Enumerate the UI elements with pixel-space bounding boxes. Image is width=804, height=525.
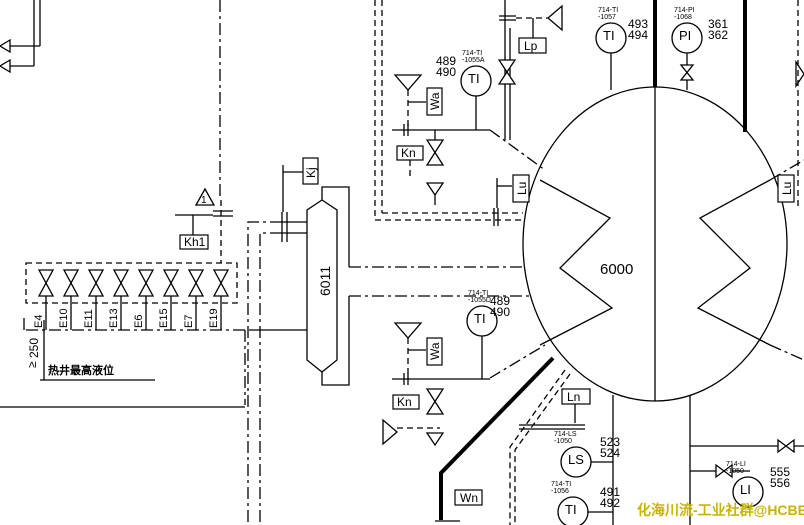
lp-label: Lp xyxy=(524,39,538,53)
valve-icon xyxy=(87,269,105,297)
drain-valve-label: E4 xyxy=(33,315,45,328)
instrument-channel-2: 524 xyxy=(600,446,620,460)
instrument-tag-number: -1056 xyxy=(551,488,569,495)
instrument-channel-2: 492 xyxy=(600,496,620,510)
drain-valve-manifold: E4 E10 E11 E13 E6 E15 E7 E19 ≥ 250 热井最高液位 xyxy=(0,262,250,408)
valve-icon xyxy=(112,269,130,297)
revision-mark: 1 xyxy=(201,195,207,206)
kh1-box xyxy=(179,234,209,250)
valve-icon xyxy=(162,269,180,297)
vessel-6000-label: 6000 xyxy=(600,261,633,278)
instrument-tag-number: -1050 xyxy=(726,468,744,475)
instrument-symbol: TI xyxy=(603,28,615,43)
instrument-channel-2: 490 xyxy=(490,305,510,319)
valve-icon xyxy=(62,269,80,297)
valve-icon xyxy=(679,64,695,81)
wa-kn-bottom: Wa Kn xyxy=(382,322,490,447)
instrument-tag-number: -1055A xyxy=(462,57,485,64)
bottom-lines: Wn Ln xyxy=(435,356,804,525)
instrument-tag: 714-TI xyxy=(468,290,488,297)
drain-valve[interactable]: E15 xyxy=(158,269,180,330)
drain-valve-label: E6 xyxy=(133,315,145,328)
instrument-channel-1: 555 xyxy=(770,465,790,479)
instrument-symbol: PI xyxy=(679,28,691,43)
hotwell-high-level-note: 热井最高液位 xyxy=(48,363,114,377)
drain-valve[interactable]: E11 xyxy=(83,269,105,330)
instrument-symbol: TI xyxy=(468,71,480,86)
instrument-channel-2: 494 xyxy=(628,28,648,42)
kj-label: Kj xyxy=(304,167,318,178)
valve-icon xyxy=(187,269,205,297)
watermark: 化海川流-工业社群@HCBBS xyxy=(637,502,804,518)
instrument-channel-1: 491 xyxy=(600,485,620,499)
drain-valve-label: E15 xyxy=(158,308,170,328)
instrument-tag-number: -1050 xyxy=(554,438,572,445)
lp-line: Lp xyxy=(497,0,563,140)
instrument-symbol: LS xyxy=(568,452,584,467)
kn-bottom-label: Kn xyxy=(397,395,412,409)
instrument-channel-1: 489 xyxy=(436,54,456,68)
wa-kn-top: Wa Kn xyxy=(392,74,490,205)
ln-label: Ln xyxy=(567,390,580,404)
drain-valve-label: E7 xyxy=(183,315,195,328)
instrument-symbol: TI xyxy=(474,311,486,326)
instrument-tag: 714-TI xyxy=(462,50,482,57)
dimension-prefix: ≥ xyxy=(25,361,39,368)
instrument-channel-2: 556 xyxy=(770,476,790,490)
drain-valve-label: E11 xyxy=(83,309,95,328)
instrument-symbol: LI xyxy=(740,482,751,497)
drain-valve-label: E13 xyxy=(108,308,120,328)
instrument-tag-number: -1055D xyxy=(468,297,491,304)
drain-valve[interactable]: E4 xyxy=(33,269,55,330)
wn-label: Wn xyxy=(460,491,478,505)
instrument-tag: 714-PI xyxy=(674,7,695,14)
instrument-tag-number: -1068 xyxy=(674,14,692,21)
instrument-channel-2: 362 xyxy=(708,28,728,42)
dimension-250: 250 xyxy=(27,338,41,358)
lu-right-label: Lu xyxy=(780,182,794,195)
instrument-tag: 714-TI xyxy=(551,481,571,488)
instrument-channel-2: 490 xyxy=(436,65,456,79)
lu-left-label: Lu xyxy=(515,182,529,195)
instrument-channel-1: 493 xyxy=(628,17,648,31)
instrument-tag: 714-LS xyxy=(554,431,577,438)
wa-bottom-label: Wa xyxy=(428,342,442,360)
recirculation-line: Lu Lu xyxy=(374,0,804,226)
drain-valve[interactable]: E13 xyxy=(108,269,130,330)
instrument-tag: 714-LI xyxy=(726,461,746,468)
vessel-6000: 6000 xyxy=(489,0,804,402)
instrument-tag: 714-TI xyxy=(598,7,618,14)
vessel-6011-label: 6011 xyxy=(317,266,333,296)
kh1-label: Kh1 xyxy=(184,235,206,249)
drain-valve-label: E10 xyxy=(58,308,70,328)
instrument-channel-1: 523 xyxy=(600,435,620,449)
drain-valve[interactable]: E10 xyxy=(58,269,80,330)
drain-valve[interactable]: E19 xyxy=(208,269,230,330)
left-outlet-arrows xyxy=(0,0,221,200)
kh1-connection: 1 Kh1 xyxy=(175,187,233,263)
valve-icon xyxy=(212,269,230,297)
kn-top-label: Kn xyxy=(401,146,416,160)
drain-valve-label: E19 xyxy=(208,308,220,328)
instrument-tag-number: -1057 xyxy=(598,14,616,21)
instrument-symbol: TI xyxy=(565,502,577,517)
valve-icon xyxy=(37,269,55,297)
drain-valve[interactable]: E6 xyxy=(133,269,155,330)
valve-icon xyxy=(137,269,155,297)
instrument-channel-1: 489 xyxy=(490,294,510,308)
vessel-6011: 6011 Kj xyxy=(247,157,530,525)
drain-valve[interactable]: E7 xyxy=(183,269,205,330)
instrument-channel-1: 361 xyxy=(708,17,728,31)
wa-top-label: Wa xyxy=(428,92,442,110)
